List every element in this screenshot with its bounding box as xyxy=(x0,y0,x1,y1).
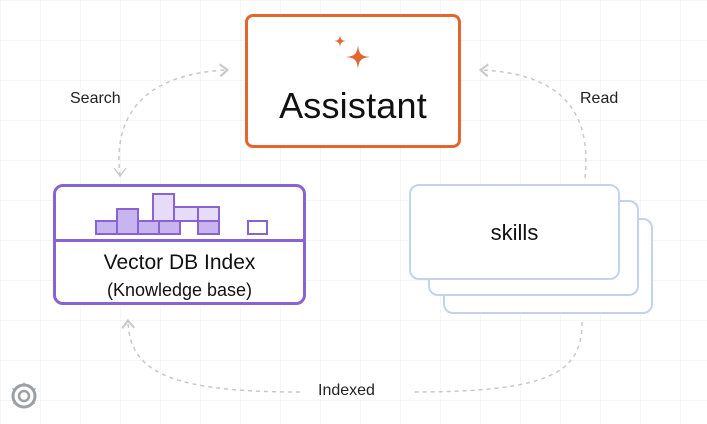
assistant-box: Assistant xyxy=(245,14,461,148)
vector-bar xyxy=(116,208,139,235)
vector-db-subtitle: (Knowledge base) xyxy=(106,280,253,300)
vector-bar xyxy=(197,206,220,222)
sparkle-icon xyxy=(334,35,370,69)
read-label: Read xyxy=(580,90,619,107)
indexed-arrow-right xyxy=(411,321,583,393)
indexed-label: Indexed xyxy=(318,382,375,399)
vector-bars-graphic xyxy=(95,193,268,235)
vector-bar xyxy=(152,193,175,222)
vector-bar xyxy=(197,220,220,235)
skills-title: skills xyxy=(490,220,539,245)
vector-bar xyxy=(158,220,181,235)
vector-bar xyxy=(247,220,268,235)
search-arrow xyxy=(118,63,230,177)
vector-db-box: Vector DB Index (Knowledge base) xyxy=(53,184,306,305)
read-arrow xyxy=(478,63,587,179)
indexed-arrow-left xyxy=(121,318,301,393)
skills-card-front: skills xyxy=(409,184,620,280)
vector-bar xyxy=(137,220,160,235)
vector-db-title: Vector DB Index xyxy=(103,251,256,274)
search-label: Search xyxy=(70,90,121,107)
search-arrow-head-down xyxy=(113,167,127,178)
vector-bar xyxy=(173,206,199,222)
grafana-logo-icon xyxy=(11,382,37,409)
assistant-title: Assistant xyxy=(279,85,427,126)
vector-bar xyxy=(95,220,118,235)
vector-divider xyxy=(56,239,303,242)
